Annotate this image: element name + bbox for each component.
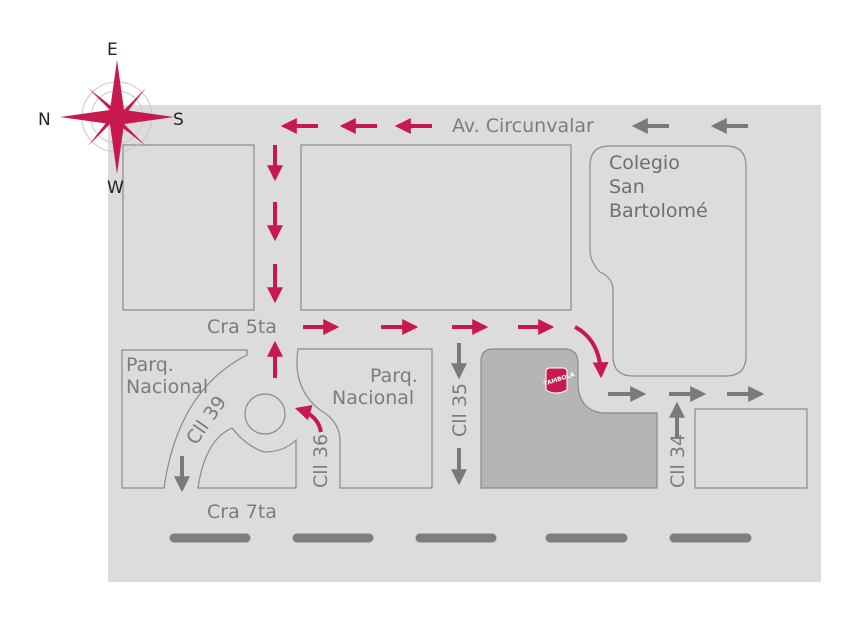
block-bottom-right xyxy=(694,408,808,489)
place-label-colegio-line2: San xyxy=(609,176,645,198)
street-label-av-circunvalar: Av. Circunvalar xyxy=(452,115,594,137)
block-top-left xyxy=(122,144,255,311)
street-label-cll-36: Cll 36 xyxy=(310,434,332,488)
compass-rose: E W N S xyxy=(38,40,184,198)
compass-point-south-icon xyxy=(117,109,174,125)
compass-label-north: N xyxy=(38,110,51,130)
place-label-parque-right-line1: Parq. xyxy=(370,365,418,387)
place-label-colegio-line1: Colegio xyxy=(609,152,680,174)
place-label-parque-left-line1: Parq. xyxy=(126,354,174,376)
destination-badge-icon xyxy=(545,367,568,394)
block-colegio xyxy=(589,145,747,377)
block-destination xyxy=(480,348,658,489)
compass-point-west-icon xyxy=(109,117,125,174)
compass-label-south: S xyxy=(173,110,184,130)
street-label-cra-5ta: Cra 5ta xyxy=(207,316,277,338)
street-label-cll-35: Cll 35 xyxy=(449,383,471,437)
place-label-parque-left-line2: Nacional xyxy=(126,376,208,398)
compass-point-north-icon xyxy=(60,109,117,125)
street-label-cll-34: Cll 34 xyxy=(667,434,689,488)
destination-marker[interactable]: TAMBOLA xyxy=(543,367,576,394)
block-parque-right xyxy=(296,348,433,489)
roundabout xyxy=(244,393,286,435)
route-arrow-curve xyxy=(294,405,323,433)
place-label-colegio-line3: Bartolomé xyxy=(609,200,708,222)
block-parque-left xyxy=(121,349,248,489)
compass-label-east: E xyxy=(107,40,118,60)
compass-point-east-icon xyxy=(109,60,125,117)
route-arrow-curve xyxy=(574,325,609,379)
street-label-cra-7ta: Cra 7ta xyxy=(207,501,277,523)
block-roundabout-south xyxy=(197,427,297,489)
place-label-parque-right-line2: Nacional xyxy=(332,387,414,409)
compass-label-west: W xyxy=(107,178,124,198)
block-top-center xyxy=(300,144,572,311)
